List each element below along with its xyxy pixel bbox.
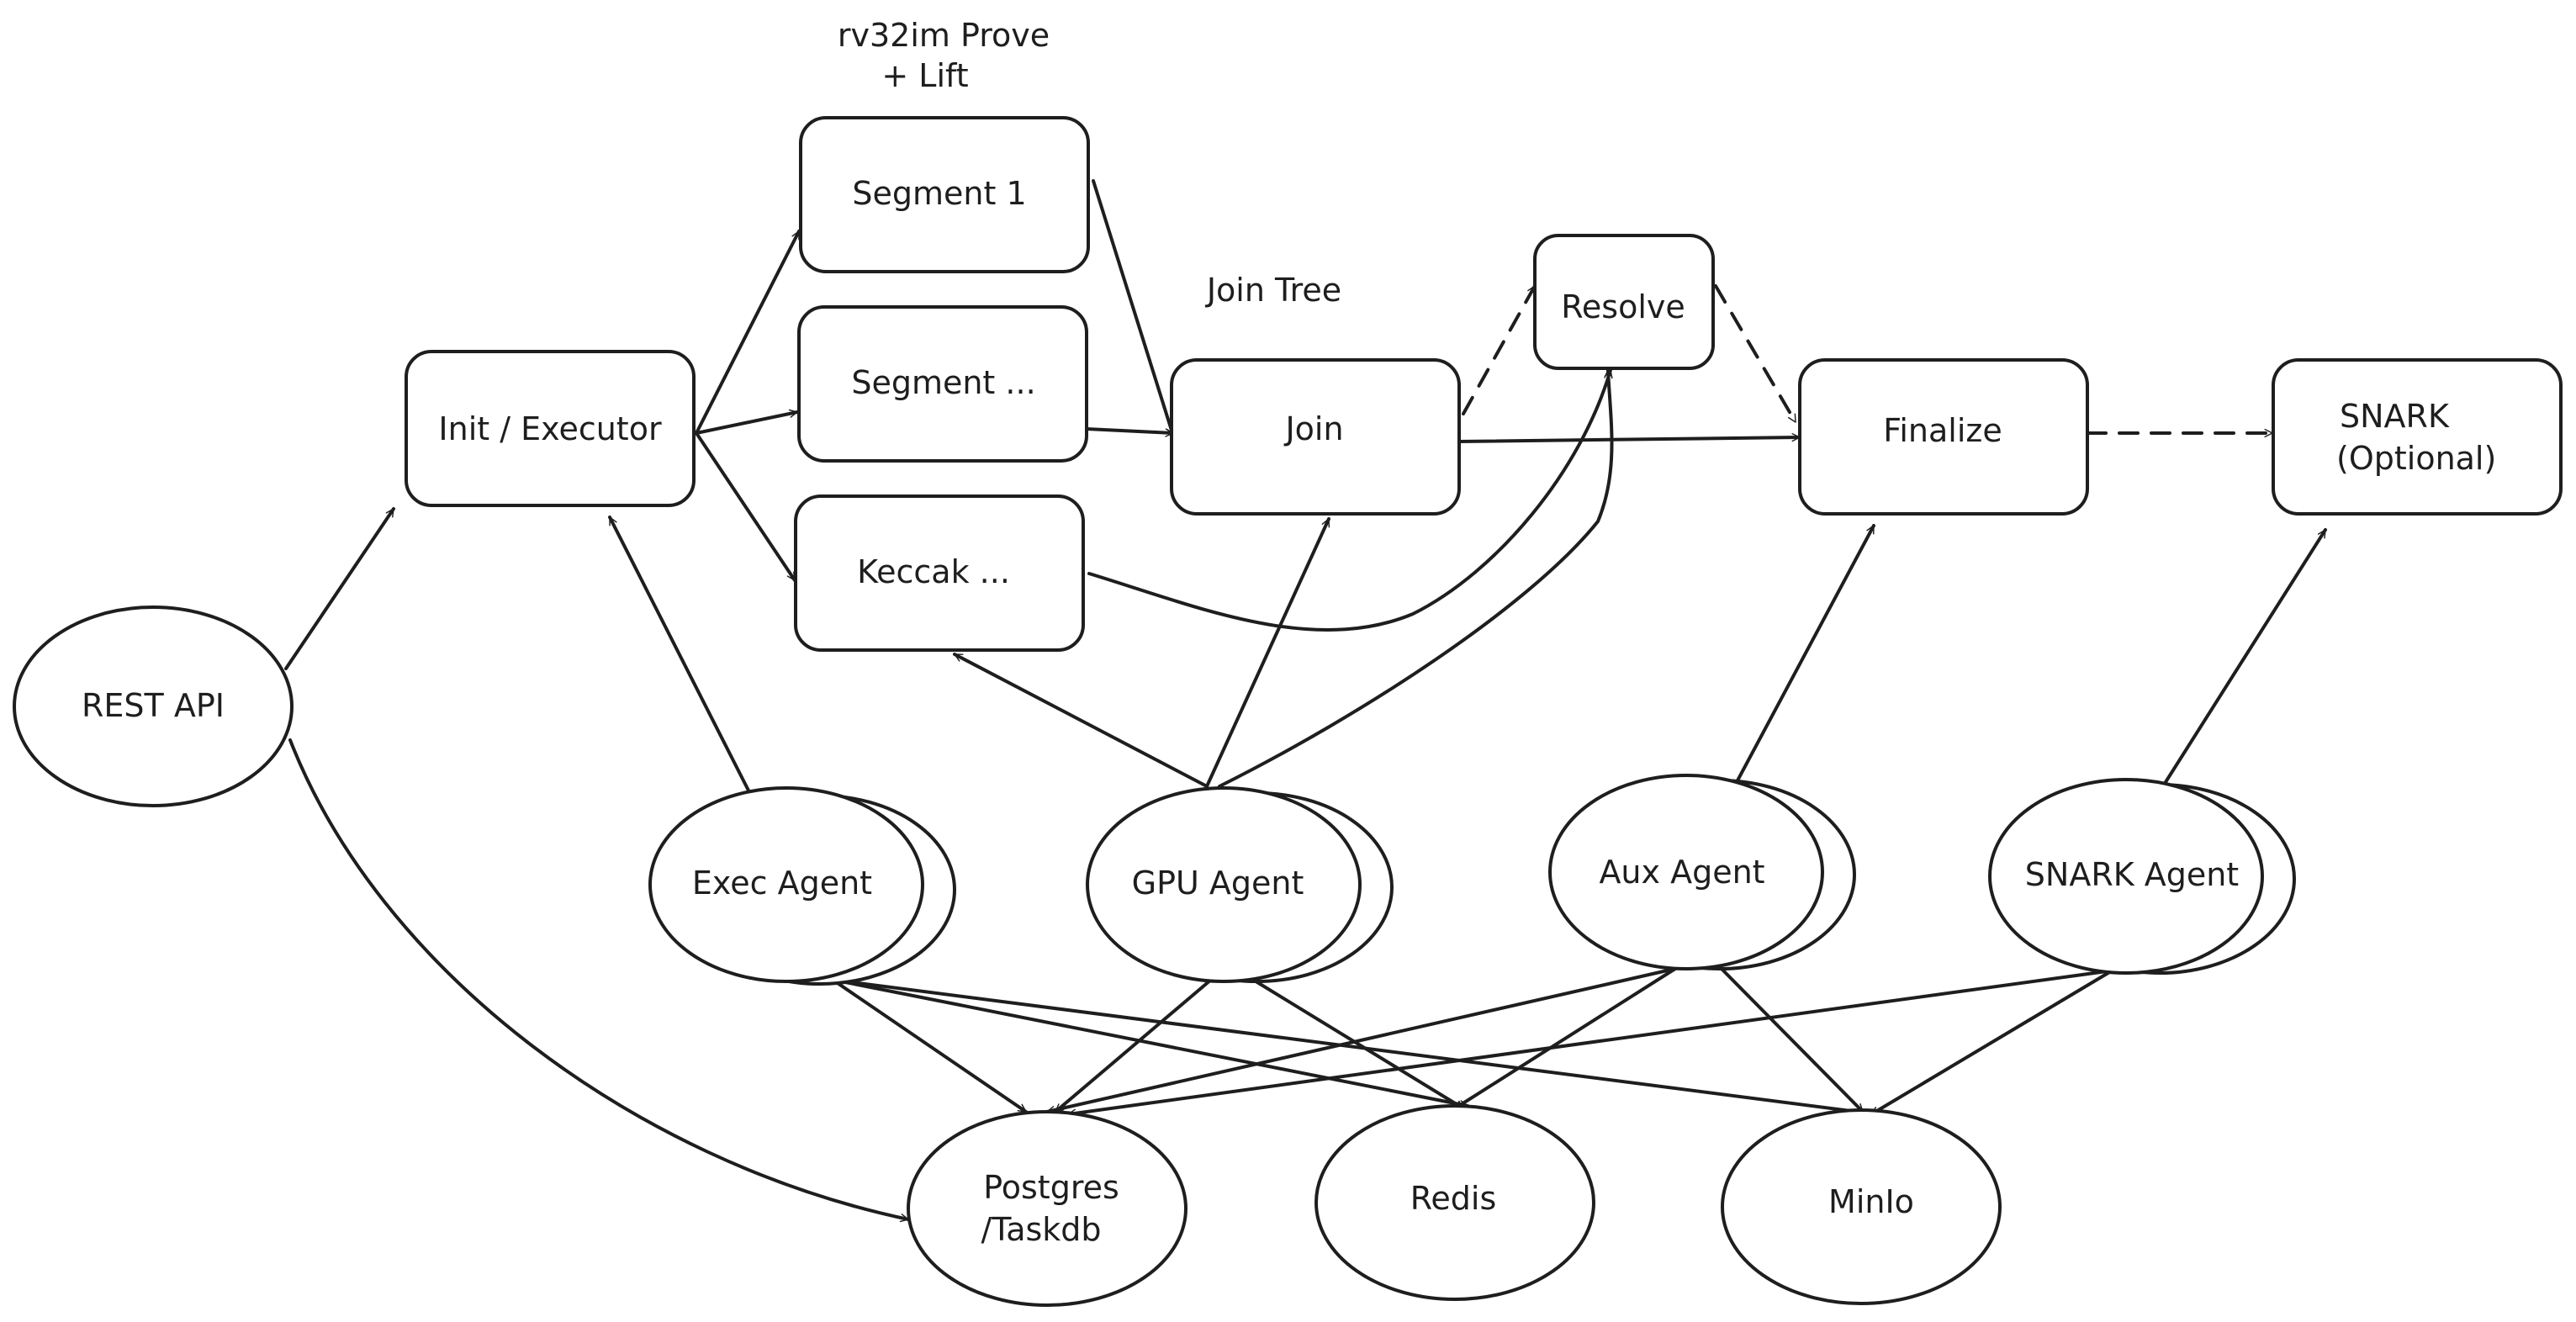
edge-gpu-agent-to-resolve bbox=[1218, 368, 1614, 788]
service-nodes: REST API Exec Agent GPU Agent Aux Agent … bbox=[13, 605, 2296, 1307]
edge-exec-agent-to-init bbox=[608, 516, 750, 792]
edges bbox=[284, 179, 2327, 1223]
edge-aux-agent-to-redis bbox=[1453, 965, 1679, 1110]
node-finalize[interactable]: Finalize bbox=[1798, 358, 2089, 516]
node-snark[interactable]: SNARK (Optional) bbox=[2272, 358, 2563, 516]
node-redis[interactable]: Redis bbox=[1314, 1104, 1595, 1301]
node-keccak[interactable]: Keccak ... bbox=[794, 494, 1085, 652]
edge-init-to-segment1 bbox=[695, 230, 801, 435]
node-gpu-agent[interactable]: GPU Agent bbox=[1086, 786, 1394, 983]
node-segment-more[interactable]: Segment ... bbox=[797, 305, 1088, 463]
node-redis-label: Redis bbox=[1410, 1180, 1497, 1217]
node-init-executor-label: Init / Executor bbox=[438, 410, 662, 447]
node-segment-1[interactable]: Segment 1 bbox=[799, 116, 1090, 273]
node-segment-more-label: Segment ... bbox=[851, 364, 1035, 401]
edge-exec-agent-to-redis bbox=[831, 978, 1469, 1109]
node-exec-agent-label: Exec Agent bbox=[692, 865, 872, 902]
edge-join-to-resolve bbox=[1462, 284, 1537, 415]
node-join[interactable]: Join bbox=[1170, 358, 1461, 516]
edge-gpu-agent-to-join bbox=[1205, 517, 1330, 788]
node-minio[interactable]: MinIo bbox=[1721, 1108, 2002, 1305]
node-aux-agent-label: Aux Agent bbox=[1599, 854, 1764, 891]
edge-init-to-segment-more bbox=[695, 409, 799, 435]
node-snark-agent[interactable]: SNARK Agent bbox=[1988, 778, 2296, 975]
node-segment-1-label: Segment 1 bbox=[852, 175, 1026, 212]
edge-gpu-agent-to-redis bbox=[1251, 978, 1465, 1110]
edge-join-to-finalize bbox=[1457, 432, 1801, 443]
edge-exec-agent-to-postgres bbox=[831, 978, 1028, 1113]
edge-rest-to-postgres bbox=[288, 738, 910, 1223]
node-resolve-label: Resolve bbox=[1561, 288, 1685, 325]
node-join-label: Join bbox=[1283, 410, 1343, 447]
edge-segment1-to-join bbox=[1092, 179, 1176, 437]
node-aux-agent[interactable]: Aux Agent bbox=[1548, 774, 1856, 970]
edge-aux-agent-to-postgres bbox=[1045, 965, 1684, 1115]
task-nodes: Init / Executor Segment 1 Segment ... Ke… bbox=[405, 116, 2563, 652]
prove-title-line1: rv32im Prove bbox=[838, 17, 1050, 54]
node-gpu-agent-label: GPU Agent bbox=[1132, 865, 1304, 902]
node-exec-agent[interactable]: Exec Agent bbox=[648, 786, 956, 986]
edge-exec-agent-to-minio bbox=[831, 978, 1879, 1118]
node-snark-agent-label: SNARK Agent bbox=[2025, 856, 2239, 893]
node-rest-api[interactable]: REST API bbox=[13, 605, 294, 807]
node-finalize-label: Finalize bbox=[1883, 412, 2002, 449]
join-tree-label: Join Tree bbox=[1205, 272, 1341, 309]
node-resolve[interactable]: Resolve bbox=[1533, 234, 1715, 370]
edge-snark-agent-to-postgres bbox=[1066, 970, 2108, 1118]
node-keccak-label: Keccak ... bbox=[857, 553, 1010, 590]
edge-snark-agent-to-minio bbox=[1870, 970, 2113, 1116]
node-minio-label: MinIo bbox=[1828, 1183, 1914, 1220]
edge-keccak-to-resolve bbox=[1087, 368, 1613, 632]
edge-init-to-keccak bbox=[695, 431, 796, 582]
node-init-executor[interactable]: Init / Executor bbox=[405, 350, 696, 507]
edge-gpu-agent-to-keccak bbox=[953, 653, 1209, 788]
annotations: rv32im Prove + Lift Join Tree bbox=[838, 17, 1341, 309]
node-snark-label-line2: (Optional) bbox=[2336, 440, 2496, 477]
edge-aux-agent-to-finalize bbox=[1735, 524, 1875, 784]
node-postgres-label-line1: Postgres bbox=[983, 1169, 1119, 1206]
node-postgres[interactable]: Postgres /Taskdb bbox=[907, 1110, 1187, 1307]
node-postgres-label-line2: /Taskdb bbox=[981, 1211, 1101, 1248]
node-snark-label-line1: SNARK bbox=[2340, 398, 2450, 435]
edge-rest-to-init bbox=[284, 507, 395, 670]
edge-snark-agent-to-snark bbox=[2164, 528, 2327, 784]
edge-gpu-agent-to-postgres bbox=[1054, 978, 1213, 1113]
edge-aux-agent-to-minio bbox=[1718, 965, 1865, 1113]
node-rest-api-label: REST API bbox=[82, 687, 225, 724]
edge-segment-more-to-join bbox=[1085, 427, 1175, 437]
edge-resolve-to-finalize bbox=[1714, 284, 1797, 424]
prove-title-line2: + Lift bbox=[881, 57, 968, 94]
